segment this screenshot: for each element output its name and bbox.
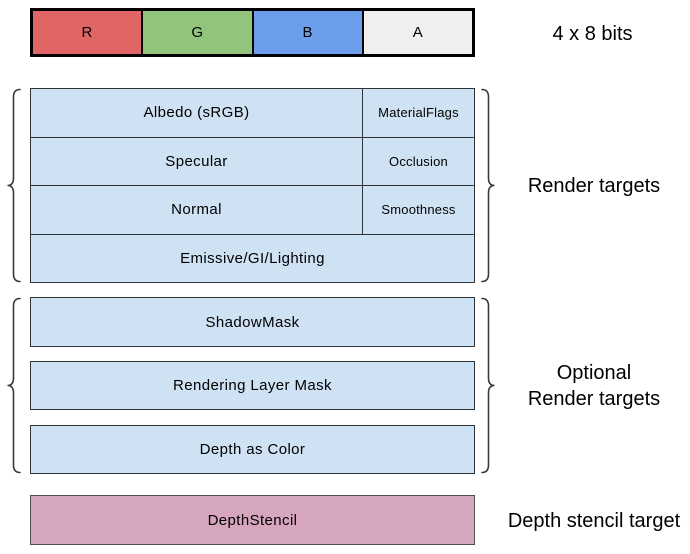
table-row: Normal Smoothness	[31, 185, 474, 234]
curly-brace-left-icon	[7, 88, 21, 283]
channel-b-cell: B	[251, 11, 362, 54]
optional-render-targets-label: Optional Render targets	[498, 360, 690, 412]
table-row: Emissive/GI/Lighting	[31, 233, 474, 283]
materialflags-cell: MaterialFlags	[378, 105, 459, 121]
render-targets-label: Render targets	[527, 175, 661, 197]
table-row: Specular Occlusion	[31, 136, 474, 185]
shadowmask-box: ShadowMask	[30, 297, 475, 347]
curly-brace-right-icon	[481, 297, 495, 474]
normal-cell: Normal	[31, 186, 363, 234]
channel-a-cell: A	[361, 11, 472, 54]
bit-depth-caption: 4 x 8 bits	[552, 23, 633, 45]
rgba-channel-bar: R G B A	[30, 8, 475, 57]
rendering-layer-mask-box: Rendering Layer Mask	[30, 361, 475, 410]
curly-brace-left-icon	[7, 297, 21, 474]
specular-cell: Specular	[31, 137, 363, 185]
render-targets-table: Albedo (sRGB) MaterialFlags Specular Occ…	[30, 88, 475, 283]
optional-label-line2: Render targets	[527, 388, 661, 410]
optional-label-line1: Optional	[556, 362, 632, 384]
depth-stencil-target-label: Depth stencil target	[507, 510, 681, 532]
smoothness-cell: Smoothness	[381, 202, 456, 218]
curly-brace-right-icon	[481, 88, 495, 283]
depthstencil-box: DepthStencil	[30, 495, 475, 545]
albedo-cell: Albedo (sRGB)	[31, 89, 363, 137]
channel-g-cell: G	[141, 11, 252, 54]
occlusion-cell: Occlusion	[389, 153, 448, 169]
channel-r-cell: R	[33, 11, 142, 54]
depth-as-color-box: Depth as Color	[30, 425, 475, 474]
emissive-cell: Emissive/GI/Lighting	[180, 249, 325, 267]
table-row: Albedo (sRGB) MaterialFlags	[31, 89, 474, 137]
